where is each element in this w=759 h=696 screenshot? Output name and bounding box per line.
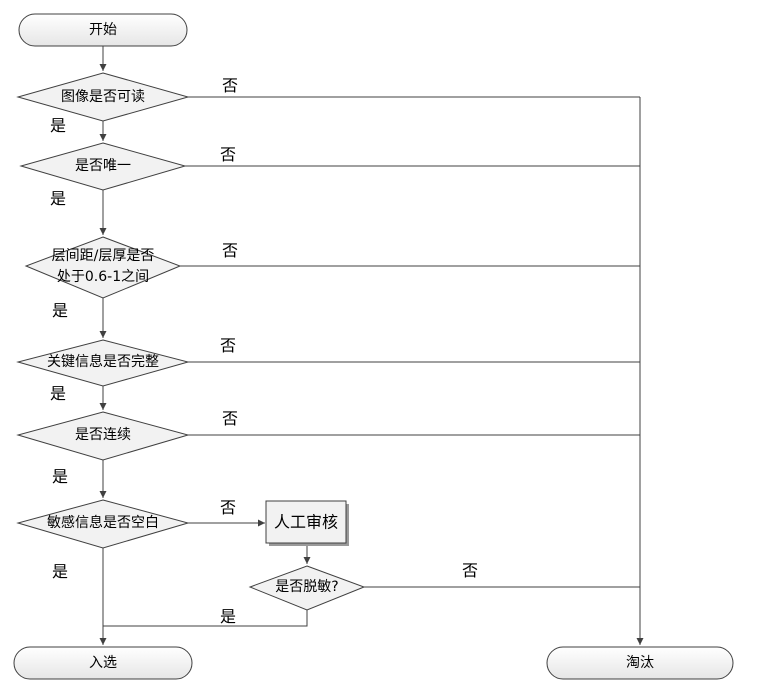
decision-readable [16,72,190,122]
start-label: 开始 [89,22,117,38]
continuous-label: 是否连续 [75,426,131,443]
edge-no-4: 否 [220,336,236,355]
readable-label: 图像是否可读 [61,88,145,105]
connectors [99,46,644,645]
edge-yes-2: 是 [50,189,66,208]
edge-no-5: 否 [222,409,238,428]
decision-continuous [16,411,190,461]
edge-yes-1: 是 [50,116,66,135]
edge-no-3: 否 [222,241,238,260]
manual-review-box [265,500,347,544]
decision-sensitive [16,499,190,549]
spacing-label-line1: 层间距/层厚是否 [52,248,155,264]
shapes [13,13,734,680]
edge-yes-7: 是 [220,607,236,626]
selected-terminal [13,646,193,680]
keyinfo-label: 关键信息是否完整 [47,353,159,370]
edge-yes-6: 是 [52,562,68,581]
selected-label: 入选 [89,655,117,671]
decision-spacing [24,236,182,299]
edge-no-6: 否 [220,498,236,517]
edge-no-1: 否 [222,76,238,95]
node-labels: 开始 图像是否可读 是否唯一 层间距/层厚是否 处于0.6-1之间 关键信息是否… [47,22,654,671]
edge-yes-3: 是 [52,301,68,320]
eliminated-label: 淘汰 [626,655,654,671]
desensitized-label: 是否脱敏? [275,579,338,595]
decision-unique [19,142,187,191]
edge-no-7: 否 [462,561,478,580]
spacing-label-line2: 处于0.6-1之间 [57,269,149,285]
decision-keyinfo [16,339,190,387]
eliminated-terminal [546,646,734,680]
edge-yes-5: 是 [52,467,68,486]
edge-labels: 否 是 否 是 否 是 否 是 否 是 否 是 否 是 [50,76,478,626]
sensitive-label: 敏感信息是否空白 [47,514,159,531]
start-terminal [18,13,188,47]
decision-desensitized [248,565,366,611]
unique-label: 是否唯一 [75,158,131,174]
manual-review-label: 人工审核 [274,513,338,532]
edge-yes-4: 是 [50,384,66,403]
edge-no-2: 否 [220,145,236,164]
